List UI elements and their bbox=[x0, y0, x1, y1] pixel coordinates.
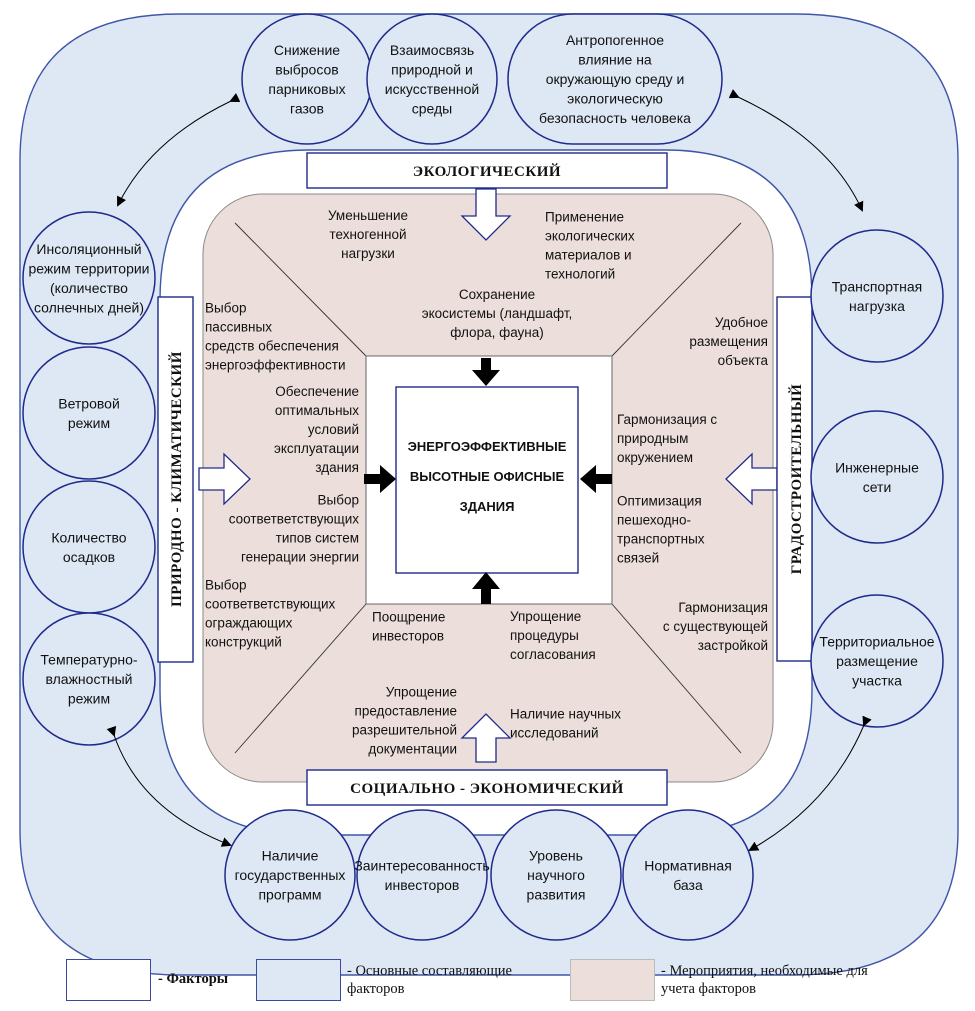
factor-box-natural-climatic bbox=[157, 296, 194, 663]
double-arrow-bottom-right bbox=[748, 715, 872, 851]
cycle-arrows bbox=[106, 89, 872, 851]
factor-arrows bbox=[198, 188, 778, 763]
component-circle-bottom-3 bbox=[622, 809, 754, 941]
hollow-arrow-left-icon bbox=[725, 452, 778, 506]
component-circle-bottom-2 bbox=[490, 809, 622, 941]
factor-label-right: ГРАДОСТРОИТЕЛЬНЫЙ bbox=[788, 384, 805, 575]
central-building-box bbox=[395, 386, 579, 574]
factor-box-urban-planning bbox=[776, 296, 813, 662]
component-circle-top-1 bbox=[366, 13, 498, 145]
center-arrows bbox=[364, 358, 612, 604]
legend-measures-swatch bbox=[570, 959, 655, 1001]
legend-factors-swatch bbox=[66, 959, 151, 1001]
component-circle-left-2 bbox=[22, 480, 156, 614]
component-circle-top-2 bbox=[507, 13, 723, 145]
factor-label-bottom: СОЦИАЛЬНО - ЭКОНОМИЧЕСКИЙ bbox=[350, 780, 624, 797]
double-arrow-top-left bbox=[117, 93, 241, 207]
component-circle-left-0 bbox=[22, 211, 156, 345]
factor-label-top: ЭКОЛОГИЧЕСКИЙ bbox=[413, 163, 561, 180]
arrow-left-icon bbox=[580, 465, 612, 493]
arrow-down-icon bbox=[472, 358, 500, 386]
component-circle-right-2 bbox=[810, 594, 944, 728]
factor-label-left: ПРИРОДНО - КЛИМАТИЧЕСКИЙ bbox=[168, 351, 185, 607]
arrow-right-icon bbox=[364, 465, 396, 493]
hollow-arrow-up-icon bbox=[460, 713, 512, 763]
component-circle-right-0 bbox=[810, 229, 944, 363]
double-arrow-top-right bbox=[728, 89, 864, 212]
hollow-arrow-right-icon bbox=[198, 452, 251, 506]
double-arrow-bottom-left bbox=[106, 725, 232, 847]
arrow-up-icon bbox=[472, 572, 500, 604]
legend-factors-label: - Факторы bbox=[158, 971, 229, 987]
hollow-arrow-down-icon bbox=[460, 188, 512, 241]
component-circle-right-1 bbox=[810, 410, 944, 544]
factor-box-ecological bbox=[306, 152, 668, 189]
factor-box-socio-economic bbox=[306, 769, 668, 806]
component-circle-bottom-0 bbox=[224, 809, 356, 941]
component-circle-left-1 bbox=[22, 346, 156, 480]
component-circle-left-3 bbox=[22, 612, 156, 746]
legend-components-swatch bbox=[256, 959, 341, 1001]
component-circle-top-0 bbox=[241, 13, 373, 145]
measure-separators bbox=[234, 222, 742, 754]
component-circle-bottom-1 bbox=[356, 809, 488, 941]
factor-boxes bbox=[157, 152, 813, 806]
